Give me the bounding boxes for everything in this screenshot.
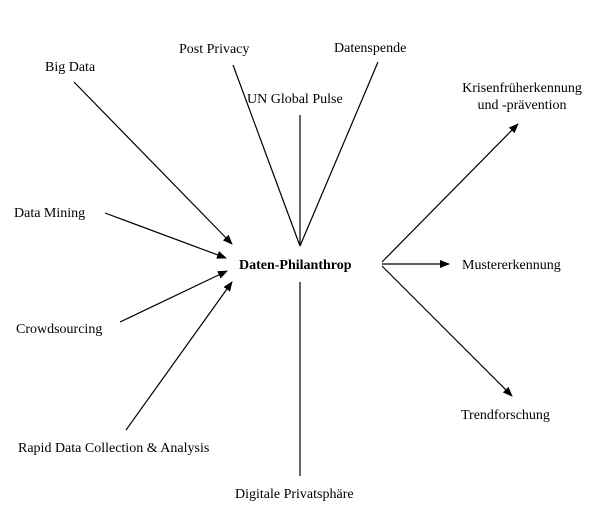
node-trendforschung: Trendforschung	[461, 408, 550, 423]
edge-post-privacy	[232, 64, 301, 247]
edge-rapid-data	[125, 281, 233, 431]
node-un-global-pulse: UN Global Pulse	[247, 92, 343, 107]
node-center-daten-philanthrop: Daten-Philanthrop	[239, 258, 352, 273]
edge-trendforschung	[381, 265, 513, 397]
node-crowdsourcing: Crowdsourcing	[16, 322, 103, 337]
node-krisen-line2: und -prävention	[477, 98, 567, 113]
node-krisen-line1: Krisenfrüherkennung	[462, 81, 582, 96]
node-big-data: Big Data	[45, 60, 96, 75]
node-krisenfrueherkennung: Krisenfrüherkennung und -prävention	[448, 80, 596, 114]
node-datenspende: Datenspende	[334, 41, 407, 56]
edge-datenspende	[299, 61, 379, 247]
edge-big-data	[73, 81, 233, 245]
edge-data-mining	[104, 212, 227, 259]
node-post-privacy: Post Privacy	[179, 42, 250, 57]
edge-krisen	[381, 123, 519, 263]
node-data-mining: Data Mining	[14, 206, 86, 221]
edge-crowdsourcing	[119, 270, 228, 323]
node-rapid-data-collection: Rapid Data Collection & Analysis	[18, 441, 210, 456]
node-mustererkennung: Mustererkennung	[462, 258, 561, 273]
node-digitale-privatsphaere: Digitale Privatsphäre	[235, 487, 354, 502]
